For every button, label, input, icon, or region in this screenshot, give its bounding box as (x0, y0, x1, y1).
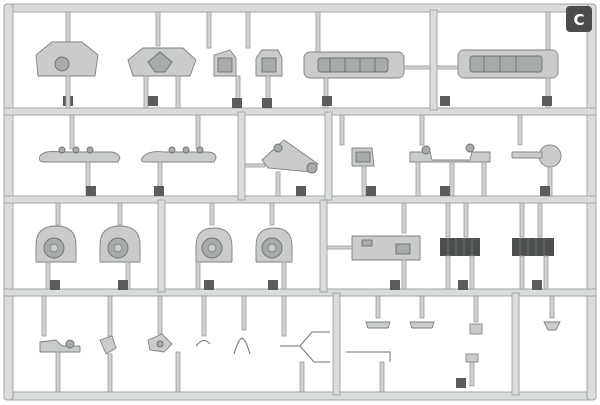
sprue-letter: C (573, 11, 584, 29)
part-small-pump-1 (39, 295, 81, 393)
part-small-pump-2 (99, 295, 117, 393)
part-bracket-small-3 (469, 295, 483, 335)
part-pump-housing (339, 114, 376, 197)
part-fan-belt (244, 139, 319, 197)
part-oil-pan (326, 202, 421, 290)
part-head-cover-left (35, 41, 99, 109)
part-bracket-small-4 (543, 295, 561, 331)
part-pin (456, 353, 479, 388)
part-turbo-housing-4 (255, 202, 293, 290)
part-bracket-small-2 (409, 295, 435, 329)
part-radiator-fins-left (440, 202, 480, 290)
part-engine-block-left (303, 51, 431, 109)
row-1-parts (35, 11, 559, 109)
part-linkage-bracket (409, 114, 491, 197)
part-lever (195, 295, 211, 347)
part-turbo-housing-1 (35, 202, 77, 290)
part-y-link (233, 295, 251, 355)
part-head-cover-right (127, 47, 197, 109)
row-3-parts (35, 202, 554, 290)
part-small-pump-3 (147, 295, 181, 393)
part-turbo-housing-2 (99, 202, 141, 290)
row-4-parts (39, 295, 561, 393)
part-housing-right (255, 49, 283, 109)
part-exhaust-manifold-right (141, 114, 217, 197)
part-turbo-housing-3 (195, 202, 233, 290)
part-hose-assembly (280, 295, 330, 393)
row-2-parts (39, 114, 562, 197)
part-radiator-fins-right (512, 202, 554, 290)
part-exhaust-manifold-left (39, 114, 121, 197)
sprue-frame (3, 3, 597, 401)
part-engine-block-right (436, 49, 559, 109)
part-round-cap (511, 114, 562, 197)
sprue-letter-tag: C (566, 6, 592, 32)
part-housing-left (213, 49, 242, 109)
part-rod-long (346, 351, 391, 393)
part-bracket-small-1 (365, 295, 391, 329)
